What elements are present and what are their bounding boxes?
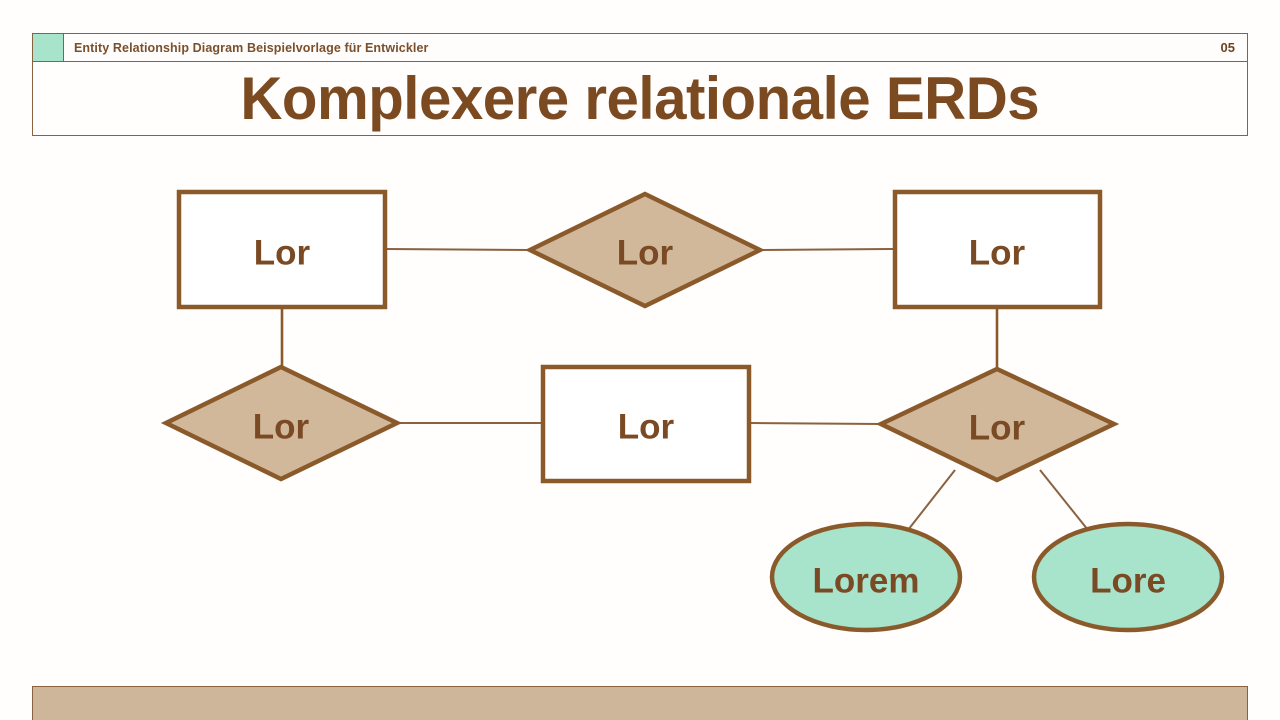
connector-relationship-bot-right-to-attribute-right bbox=[1039, 469, 1089, 531]
attribute-right[interactable]: Lore bbox=[1031, 521, 1225, 633]
header-accent-square bbox=[33, 34, 64, 61]
relationship-bot-right-diamond[interactable] bbox=[875, 366, 1120, 483]
footer-bar bbox=[32, 686, 1248, 720]
entity-bot-mid[interactable]: Lor bbox=[540, 364, 752, 484]
relationship-bot-left-diamond[interactable] bbox=[160, 364, 403, 482]
relationship-bot-left-label: Lor bbox=[253, 408, 310, 447]
page-title: Komplexere relationale ERDs bbox=[240, 64, 1040, 132]
entity-top-left[interactable]: Lor bbox=[176, 189, 388, 310]
attribute-left[interactable]: Lorem bbox=[769, 521, 963, 633]
relationship-bot-left[interactable]: Lor bbox=[160, 364, 403, 482]
relationship-top-mid-label: Lor bbox=[617, 234, 674, 273]
header-eyebrow-text: Entity Relationship Diagram Beispielvorl… bbox=[74, 40, 429, 55]
diagram-connectors bbox=[280, 248, 1089, 531]
attribute-right-ellipse[interactable] bbox=[1031, 521, 1225, 633]
relationship-top-mid-diamond[interactable] bbox=[524, 191, 766, 309]
entity-top-right-box[interactable] bbox=[892, 189, 1103, 310]
entity-bot-mid-box[interactable] bbox=[540, 364, 752, 484]
slide-header-band: Entity Relationship Diagram Beispielvorl… bbox=[32, 33, 1248, 62]
entity-top-left-box[interactable] bbox=[176, 189, 388, 310]
connector-relationship-top-mid-to-entity-top-right bbox=[759, 248, 894, 251]
relationship-top-mid[interactable]: Lor bbox=[524, 191, 766, 309]
attribute-left-ellipse[interactable] bbox=[769, 521, 963, 633]
entity-bot-mid-label: Lor bbox=[618, 408, 675, 447]
relationship-bot-right-label: Lor bbox=[969, 409, 1026, 448]
attribute-right-label: Lore bbox=[1090, 562, 1166, 601]
connector-relationship-bot-right-to-attribute-left bbox=[907, 469, 956, 531]
entity-top-left-label: Lor bbox=[254, 234, 311, 273]
connector-entity-bot-mid-to-relationship-bot-right bbox=[750, 422, 882, 425]
relationship-bot-right[interactable]: Lor bbox=[875, 366, 1120, 483]
page-number: 05 bbox=[1220, 40, 1235, 55]
connector-entity-top-left-to-relationship-top-mid bbox=[386, 248, 531, 251]
attribute-left-label: Lorem bbox=[813, 562, 920, 601]
entity-top-right-label: Lor bbox=[969, 234, 1026, 273]
slide-title-box: Komplexere relationale ERDs bbox=[32, 62, 1248, 136]
entity-top-right[interactable]: Lor bbox=[892, 189, 1103, 310]
